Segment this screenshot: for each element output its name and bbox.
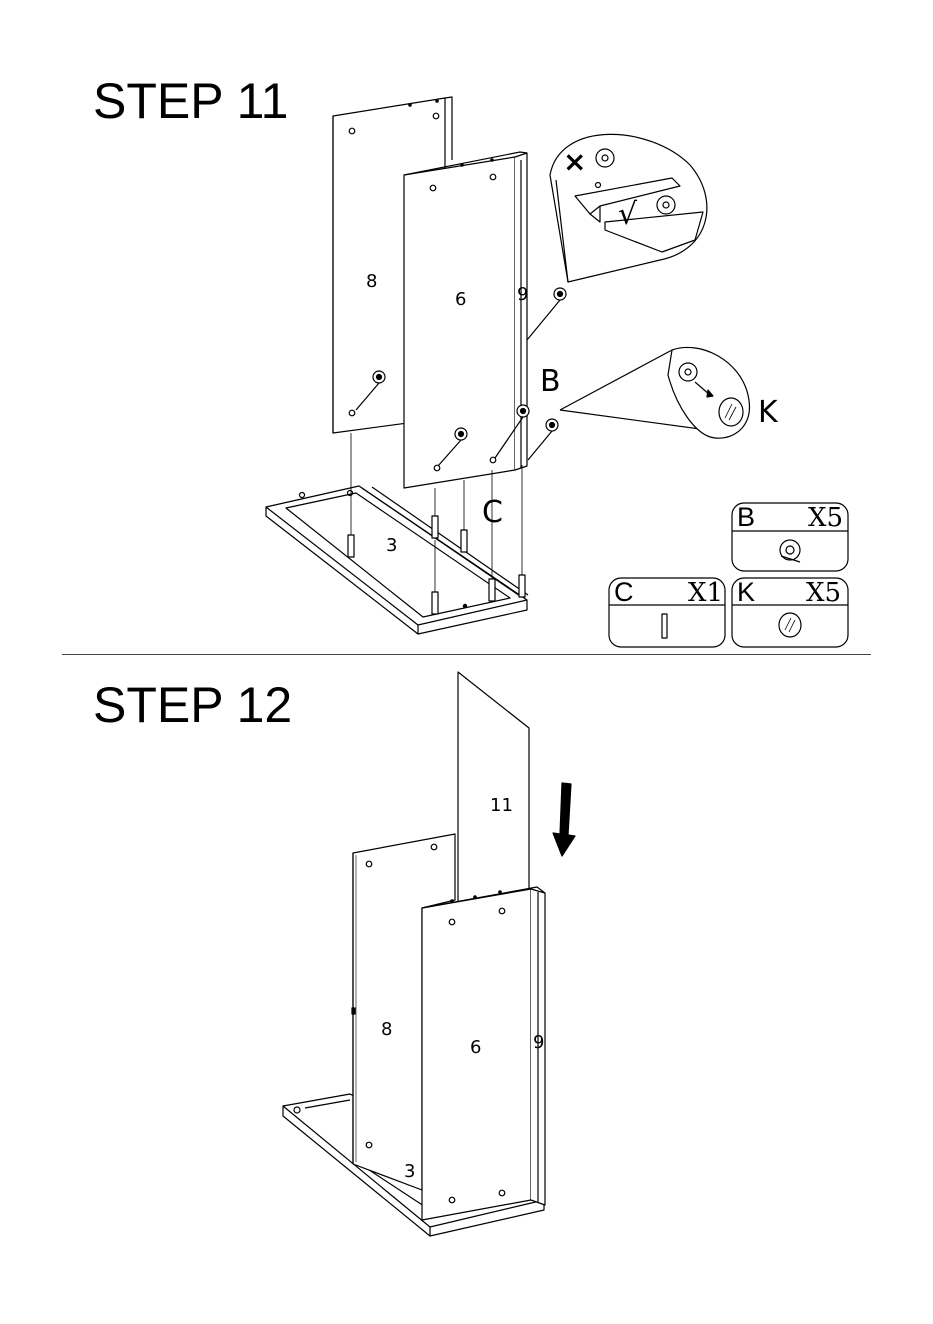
back-panel-11 [458, 672, 529, 905]
panel-6-label-step12: 6 [470, 1039, 481, 1057]
panel-3-label-step12: 3 [404, 1163, 415, 1181]
front-panel-6-step12 [422, 887, 545, 1220]
down-arrow-icon [553, 783, 575, 856]
panel-11-label: 11 [490, 797, 513, 815]
panel-9-label-step12: 9 [533, 1034, 544, 1052]
panel-8-label-step12: 8 [381, 1021, 392, 1039]
